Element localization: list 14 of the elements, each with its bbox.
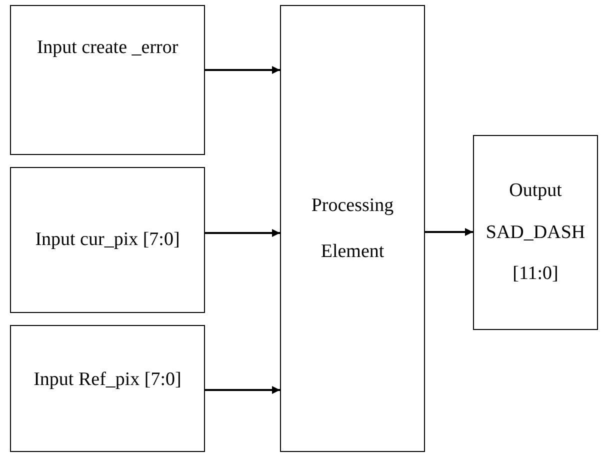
block-box (473, 135, 598, 330)
block-box (10, 5, 205, 155)
block-box (10, 167, 205, 313)
block-label: Input create _error (36, 36, 178, 60)
arrow (205, 229, 280, 237)
block-label: Output SAD_DASH [11:0] (484, 178, 586, 286)
block-label: Processing Element (310, 194, 395, 264)
block-box (10, 325, 205, 452)
block-label: Input Ref_pix [7:0] (34, 368, 182, 392)
arrow (205, 386, 280, 394)
block-label: Input cur_pix [7:0] (35, 228, 180, 252)
block-box (280, 5, 425, 452)
arrow (425, 228, 473, 236)
arrow (205, 66, 280, 74)
